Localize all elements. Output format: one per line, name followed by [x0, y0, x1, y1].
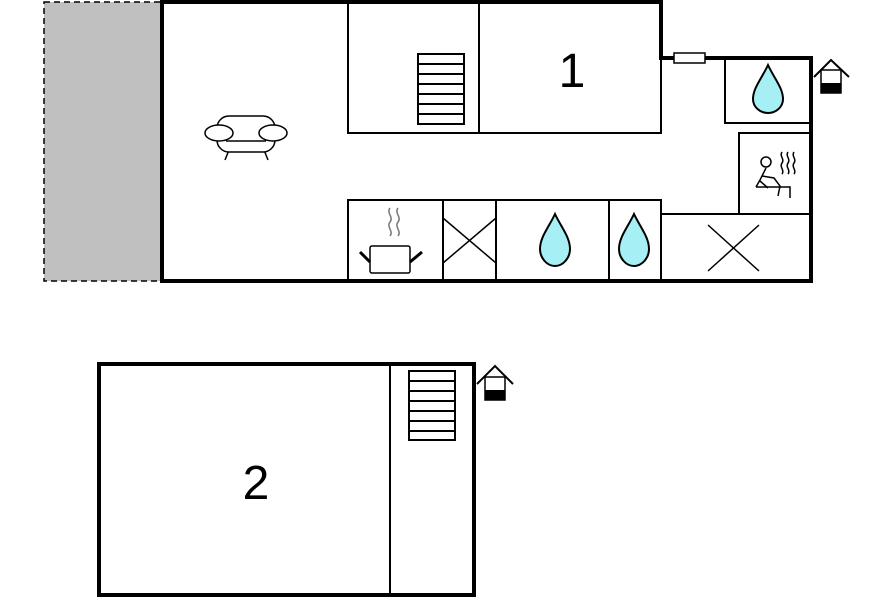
entrance-icon — [476, 364, 514, 401]
storage-room — [660, 213, 812, 282]
stairs-icon — [417, 53, 465, 125]
upper-floor: 2 — [97, 362, 514, 597]
armchair-icon — [204, 115, 288, 161]
terrace-area — [43, 1, 162, 282]
water-drop-icon — [751, 62, 785, 115]
sauna-icon — [755, 151, 796, 198]
sauna-room — [738, 132, 812, 215]
cross-mark-icon — [707, 224, 760, 272]
water-drop-icon — [538, 211, 572, 268]
stair-room — [347, 1, 480, 134]
water-drop-icon — [617, 211, 651, 268]
cross-mark-icon — [442, 217, 497, 264]
ground-floor: 1 — [43, 0, 850, 283]
cooking-pot-icon — [358, 207, 423, 274]
stairs-icon — [408, 370, 456, 441]
outer-wall-upper — [97, 362, 476, 597]
bathroom-upper — [724, 57, 812, 124]
window-marker — [673, 52, 706, 64]
entrance-icon — [813, 58, 850, 94]
room-1-label: 1 — [559, 45, 586, 98]
room-2-label: 2 — [243, 457, 270, 510]
